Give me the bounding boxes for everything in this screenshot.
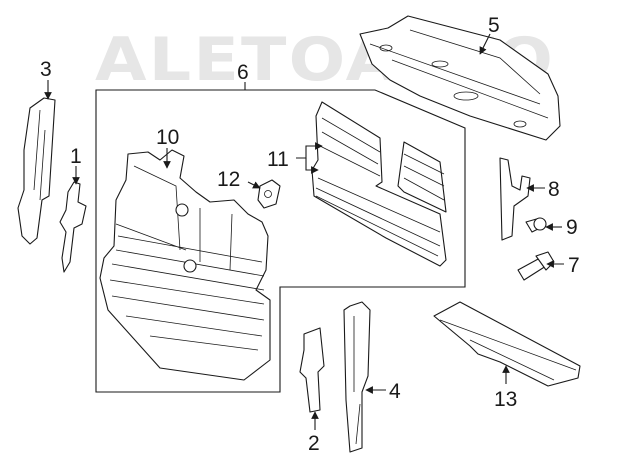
part-1-thin-bracket [59, 181, 87, 273]
callout-13: 13 [494, 388, 517, 411]
part-2-lower-bracket [299, 327, 325, 413]
callout-2: 2 [308, 432, 320, 455]
callout-10: 10 [156, 126, 179, 149]
part-11-shutter-grilles [311, 101, 447, 267]
part-8-bracket [499, 157, 531, 241]
part-10-shutter-frame [99, 149, 271, 381]
callout-1: 1 [70, 145, 82, 168]
part-13-lower-deflector [433, 301, 581, 387]
callout-8: 8 [548, 178, 560, 201]
callout-6: 6 [237, 61, 249, 84]
assembly-outline-6 [95, 89, 466, 393]
part-5-upper-cover [359, 15, 561, 141]
callout-9: 9 [566, 216, 578, 239]
callout-7: 7 [568, 254, 580, 277]
part-9-push-pin [525, 217, 547, 233]
callout-3: 3 [40, 58, 52, 81]
callout-4: 4 [389, 380, 401, 403]
part-7-bolt [517, 251, 555, 281]
callout-5: 5 [488, 14, 500, 37]
leader-lines [44, 33, 564, 430]
part-12-clip [257, 179, 281, 209]
part-3-left-bracket [17, 97, 56, 245]
part-4-long-bracket [343, 301, 371, 453]
callout-12: 12 [217, 168, 240, 191]
callout-11: 11 [267, 148, 289, 171]
